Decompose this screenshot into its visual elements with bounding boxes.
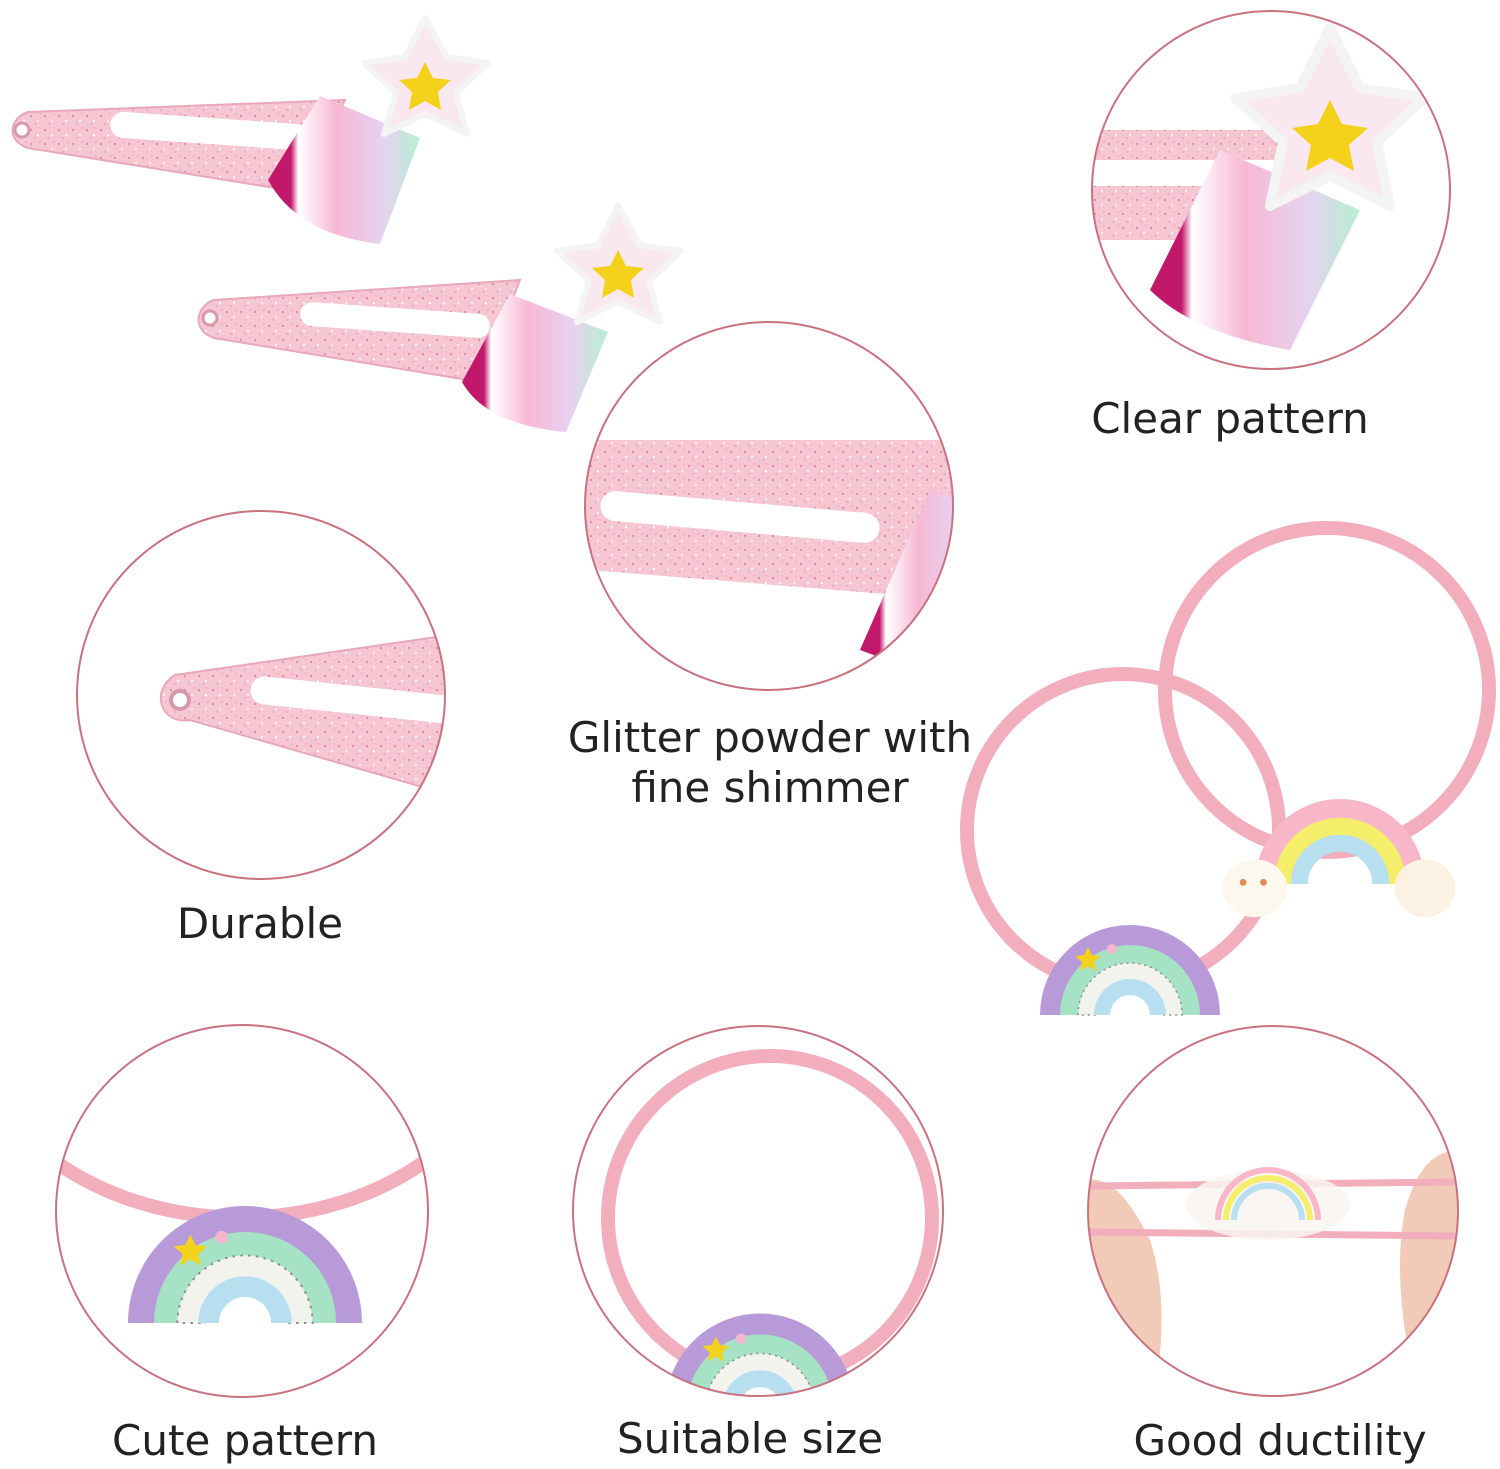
caption-cute-pattern: Cute pattern — [112, 1416, 378, 1465]
caption-suitable-size: Suitable size — [616, 1414, 884, 1463]
caption-glitter-line-1: Glitter powder with — [567, 713, 973, 762]
good-ductility-detail-circle — [1087, 1025, 1459, 1397]
caption-good-ductility: Good ductility — [1133, 1416, 1427, 1465]
caption-durable: Durable — [176, 899, 344, 948]
clear-pattern-detail-circle — [1091, 10, 1451, 370]
durable-detail-circle — [76, 510, 446, 880]
star-hair-clip-right — [197, 203, 684, 432]
suitable-size-detail-circle — [572, 1025, 944, 1397]
cute-pattern-detail-circle — [55, 1024, 429, 1398]
glitter-detail-circle — [584, 321, 954, 691]
star-hair-clip-left — [11, 15, 491, 244]
hair-ties-with-rainbows — [960, 521, 1496, 1016]
caption-glitter-powder: Glitter powder with fine shimmer — [520, 713, 1020, 813]
caption-clear-pattern: Clear pattern — [1091, 394, 1369, 443]
caption-glitter-line-2: fine shimmer — [631, 763, 909, 812]
